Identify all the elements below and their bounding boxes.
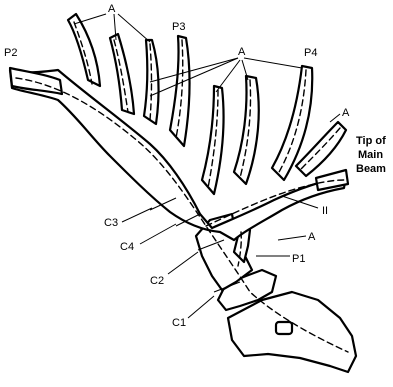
label-a-lower: A [308,231,316,243]
tine-p3 [170,36,190,146]
label-p4: P4 [304,47,317,59]
leader-a-right [330,114,340,122]
leader-c2 [168,252,198,274]
label-p2: P2 [4,47,17,59]
tine-a-fourth [202,86,224,194]
label-p1: P1 [292,253,305,265]
label-tip-line3: Beam [356,163,386,175]
label-c2: C2 [150,275,164,287]
label-a-right: A [342,107,350,119]
labels: A P3 P2 A P4 A Tip of Main Beam II A P1 … [4,3,386,329]
leader-a-mid-3 [216,60,240,92]
label-tip-line1: Tip of [356,135,386,147]
leader-a-mid-2 [150,58,238,96]
leader-a-top-3 [118,14,150,42]
label-c4: C4 [120,241,134,253]
label-c3: C3 [104,217,118,229]
leader-c1 [188,296,214,318]
label-p3: P3 [172,21,185,33]
leader-a-mid-1 [150,58,238,82]
leader-a-lower [278,236,306,240]
leader-c3 [122,208,152,222]
label-a-top: A [108,3,116,15]
skull-hole [276,322,292,334]
label-tip-line2: Main [358,149,383,161]
tine-a-fifth [234,76,259,184]
label-a-mid: A [238,46,246,58]
leader-c4 [140,224,176,244]
label-c1: C1 [172,317,186,329]
leader-a-mid-5 [244,58,302,68]
label-ii: II [322,205,328,217]
skull-details [276,322,292,334]
